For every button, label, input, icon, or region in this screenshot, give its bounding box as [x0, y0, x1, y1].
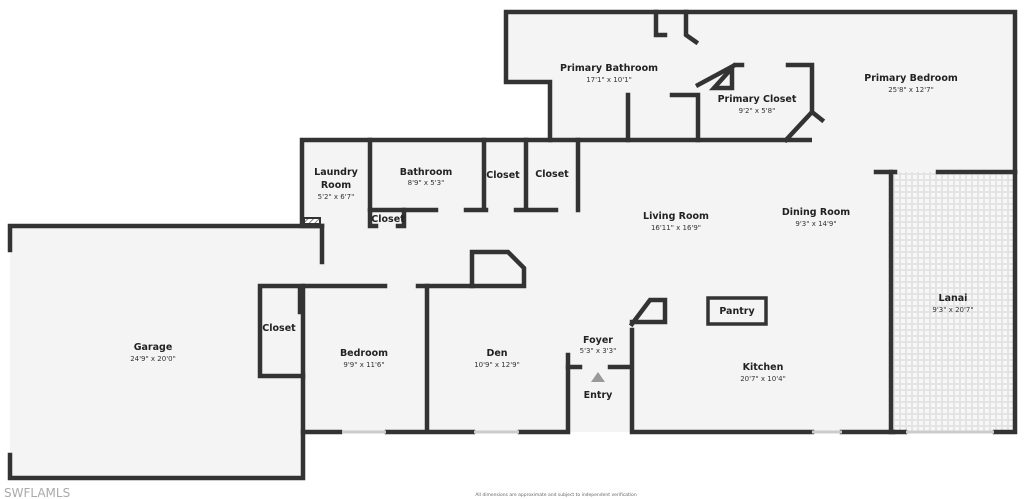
room-garage: Garage	[134, 342, 173, 353]
room-closet: Closet	[262, 323, 296, 334]
room-dims: 5'2" x 6'7"	[318, 193, 355, 201]
room-closet: Closet	[371, 214, 405, 225]
room-den: Den	[486, 348, 507, 359]
room-dims: 20'7" x 10'4"	[740, 375, 786, 383]
room-lanai: Lanai	[939, 293, 968, 304]
room-primary-closet: Primary Closet	[718, 94, 797, 105]
entry-label: Entry	[584, 390, 613, 401]
room-dims: 17'1" x 10'1"	[586, 76, 632, 84]
room-dims: 9'3" x 20'7"	[932, 306, 973, 314]
room-bedroom: Bedroom	[340, 348, 388, 359]
room-dims: 9'3" x 14'9"	[795, 220, 836, 228]
room-dims: 16'11" x 16'9"	[651, 224, 701, 232]
room-primary-bedroom: Primary Bedroom	[864, 73, 958, 84]
room-closet: Closet	[535, 169, 569, 180]
room-kitchen: Kitchen	[743, 362, 784, 373]
room-dims: 8'9" x 5'3"	[408, 179, 445, 187]
room-foyer: Foyer	[583, 335, 613, 346]
room-pantry: Pantry	[719, 306, 755, 317]
room-laundry-2: Room	[321, 180, 351, 191]
floors	[10, 12, 1015, 478]
room-dims: 5'3" x 3'3"	[580, 347, 617, 355]
room-labels: Primary Bathroom 17'1" x 10'1" Primary C…	[130, 63, 973, 401]
room-bathroom: Bathroom	[400, 167, 453, 178]
room-living: Living Room	[643, 211, 709, 222]
room-laundry: Laundry	[314, 167, 358, 178]
room-dims: 9'2" x 5'8"	[739, 107, 776, 115]
room-primary-bathroom: Primary Bathroom	[560, 63, 658, 74]
entry-arrow-icon	[591, 372, 605, 382]
room-dims: 9'9" x 11'6"	[343, 361, 384, 369]
disclaimer: All dimensions are approximate and subje…	[475, 492, 636, 498]
watermark: SWFLAMLS	[4, 486, 70, 499]
room-dims: 10'9" x 12'9"	[474, 361, 520, 369]
room-dining: Dining Room	[782, 207, 850, 218]
walls	[7, 9, 1018, 481]
room-dims: 24'9" x 20'0"	[130, 355, 176, 363]
room-dims: 25'8" x 12'7"	[888, 86, 934, 94]
room-closet: Closet	[486, 170, 520, 181]
